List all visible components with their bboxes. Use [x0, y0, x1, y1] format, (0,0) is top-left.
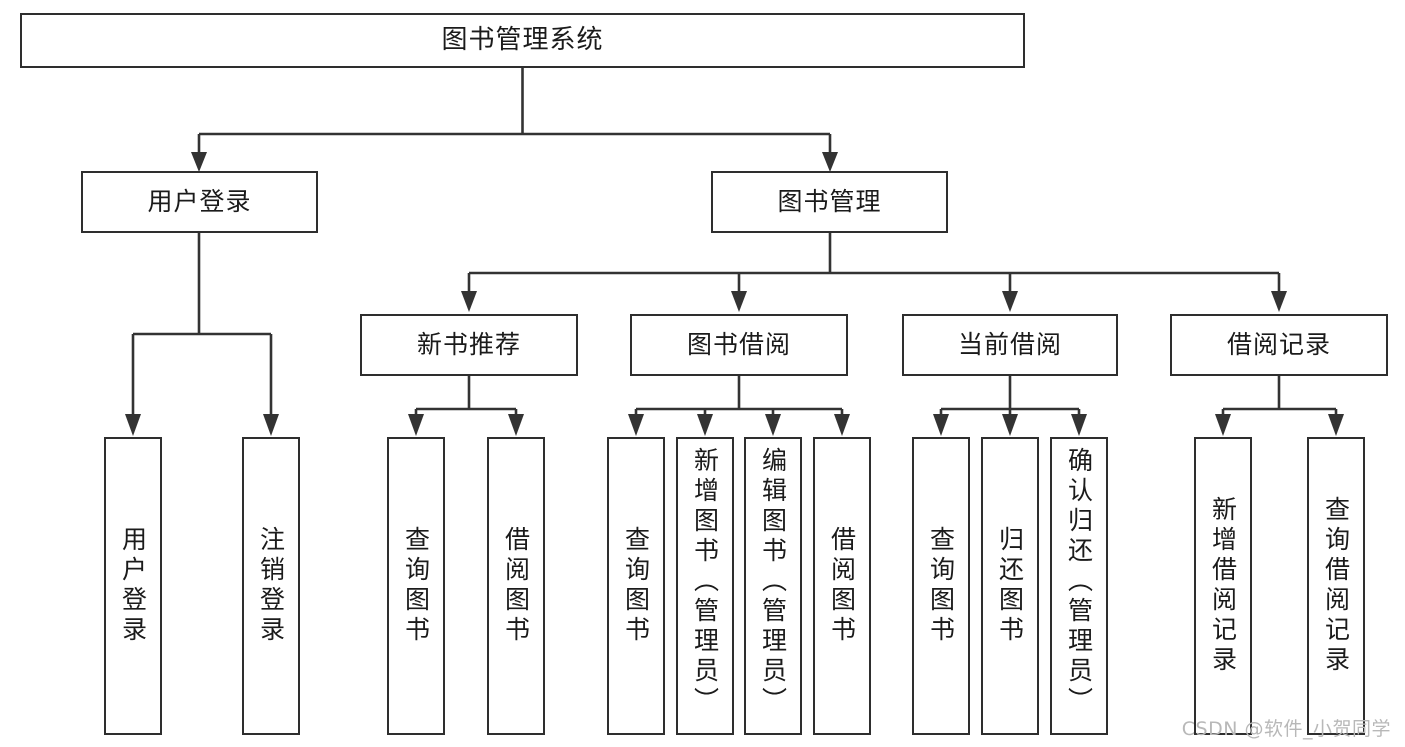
arrowhead-new-book-leaf1 — [408, 414, 424, 436]
leaf-book-borrow-query-book-label: 查询图书 — [621, 526, 651, 646]
leaf-book-borrow-add-book[interactable]: 新增图书（管理员） — [676, 437, 734, 735]
leaf-user-login-login[interactable]: 用户登录 — [104, 437, 162, 735]
node-new-book-recommend[interactable]: 新书推荐 — [360, 314, 578, 376]
node-current-borrow-label: 当前借阅 — [957, 330, 1062, 359]
arrowhead-borrow-record-leaf2 — [1328, 414, 1344, 436]
arrowhead-borrow-record-leaf1 — [1215, 414, 1231, 436]
node-user-login[interactable]: 用户登录 — [81, 171, 318, 233]
arrowhead-new-book — [461, 291, 477, 312]
leaf-book-borrow-borrow-book[interactable]: 借阅图书 — [813, 437, 871, 735]
node-book-management[interactable]: 图书管理 — [711, 171, 948, 233]
leaf-borrow-record-query-record-label: 查询借阅记录 — [1321, 496, 1351, 676]
arrowhead-book-manage — [822, 152, 838, 172]
csdn-watermark: CSDN @软件_小贺同学 — [1181, 718, 1391, 740]
node-borrow-record-label: 借阅记录 — [1226, 330, 1331, 359]
node-root-book-management-system[interactable]: 图书管理系统 — [20, 13, 1025, 68]
arrowhead-book-borrow-leaf2 — [697, 414, 713, 436]
leaf-book-borrow-query-book[interactable]: 查询图书 — [607, 437, 665, 735]
arrowhead-current-borrow — [1002, 291, 1018, 312]
leaf-current-borrow-query-book[interactable]: 查询图书 — [912, 437, 970, 735]
leaf-current-borrow-return-book[interactable]: 归还图书 — [981, 437, 1039, 735]
node-borrow-record[interactable]: 借阅记录 — [1170, 314, 1388, 376]
leaf-book-borrow-add-book-label: 新增图书（管理员） — [690, 447, 720, 717]
leaf-current-borrow-query-book-label: 查询图书 — [926, 526, 956, 646]
leaf-book-borrow-edit-book-label: 编辑图书（管理员） — [758, 447, 788, 717]
leaf-new-book-borrow-book[interactable]: 借阅图书 — [487, 437, 545, 735]
leaf-current-borrow-confirm-return[interactable]: 确认归还（管理员） — [1050, 437, 1108, 735]
leaf-borrow-record-query-record[interactable]: 查询借阅记录 — [1307, 437, 1365, 735]
leaf-borrow-record-add-record[interactable]: 新增借阅记录 — [1194, 437, 1252, 735]
arrowhead-book-borrow — [731, 291, 747, 312]
arrowhead-book-borrow-leaf3 — [765, 414, 781, 436]
node-current-borrow[interactable]: 当前借阅 — [902, 314, 1118, 376]
node-new-book-recommend-label: 新书推荐 — [416, 330, 521, 359]
node-book-borrow[interactable]: 图书借阅 — [630, 314, 848, 376]
arrowhead-user-login-leaf1 — [125, 414, 141, 436]
leaf-new-book-query-book[interactable]: 查询图书 — [387, 437, 445, 735]
leaf-new-book-borrow-book-label: 借阅图书 — [501, 526, 531, 646]
arrowhead-new-book-leaf2 — [508, 414, 524, 436]
leaf-current-borrow-confirm-return-label: 确认归还（管理员） — [1064, 447, 1094, 717]
arrowhead-current-borrow-leaf1 — [933, 414, 949, 436]
leaf-borrow-record-add-record-label: 新增借阅记录 — [1208, 496, 1238, 676]
node-book-borrow-label: 图书借阅 — [686, 330, 791, 359]
arrowhead-book-borrow-leaf1 — [628, 414, 644, 436]
leaf-user-login-login-label: 用户登录 — [118, 526, 148, 646]
leaf-current-borrow-return-book-label: 归还图书 — [995, 526, 1025, 646]
node-book-management-label: 图书管理 — [777, 187, 882, 216]
leaf-user-login-logout-label: 注销登录 — [256, 526, 286, 646]
arrowhead-user-login-leaf2 — [263, 414, 279, 436]
leaf-book-borrow-edit-book[interactable]: 编辑图书（管理员） — [744, 437, 802, 735]
node-root-label: 图书管理系统 — [441, 24, 604, 55]
leaf-new-book-query-book-label: 查询图书 — [401, 526, 431, 646]
arrowhead-current-borrow-leaf2 — [1002, 414, 1018, 436]
leaf-book-borrow-borrow-book-label: 借阅图书 — [827, 526, 857, 646]
leaf-user-login-logout[interactable]: 注销登录 — [242, 437, 300, 735]
node-user-login-label: 用户登录 — [147, 187, 252, 216]
arrowhead-book-borrow-leaf4 — [834, 414, 850, 436]
arrowhead-user-login — [191, 152, 207, 172]
arrowhead-borrow-record — [1271, 291, 1287, 312]
arrowhead-current-borrow-leaf3 — [1071, 414, 1087, 436]
